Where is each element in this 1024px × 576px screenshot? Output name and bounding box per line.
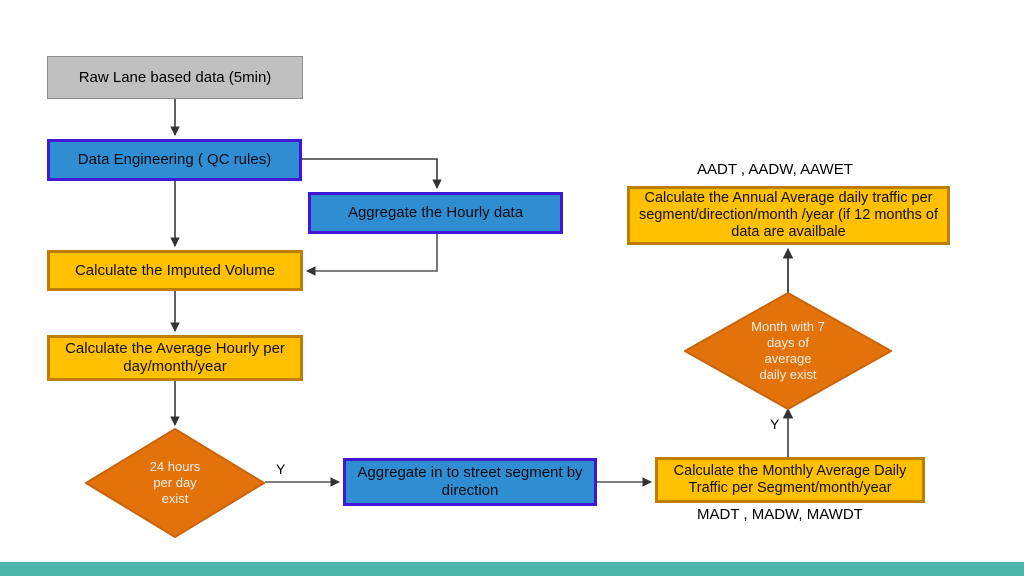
node-monthly-average-daily-traffic[interactable]: Calculate the Monthly Average Daily Traf… [655, 457, 925, 503]
node-month-decision-label: Month with 7 days of average daily exist [751, 318, 825, 383]
node-aggregate-hourly-label: Aggregate the Hourly data [347, 204, 524, 222]
annotation-madt-metrics: MADT , MADW, MAWDT [697, 506, 863, 523]
node-imputed-volume-label: Calculate the Imputed Volume [74, 261, 276, 279]
node-average-hourly-label: Calculate the Average Hourly per day/mon… [65, 340, 285, 375]
node-aggregate-street-segment[interactable]: Aggregate in to street segment by direct… [343, 458, 597, 506]
node-average-hourly[interactable]: Calculate the Average Hourly per day/mon… [47, 335, 303, 381]
edge-engineering-to-hourly [302, 158, 442, 189]
node-monthly-average-daily-traffic-label: Calculate the Monthly Average Daily Traf… [673, 462, 907, 496]
node-hours-decision[interactable]: 24 hours per day exist [85, 428, 265, 538]
node-raw-lane-data-label: Raw Lane based data (5min) [78, 68, 272, 86]
node-data-engineering-label: Data Engineering ( QC rules) [77, 151, 272, 169]
node-raw-lane-data[interactable]: Raw Lane based data (5min) [47, 56, 303, 99]
node-imputed-volume[interactable]: Calculate the Imputed Volume [47, 250, 303, 291]
node-annual-average-daily-traffic-label: Calculate the Annual Average daily traff… [638, 189, 938, 241]
node-data-engineering[interactable]: Data Engineering ( QC rules) [47, 139, 302, 181]
node-aggregate-street-segment-label: Aggregate in to street segment by direct… [357, 464, 583, 499]
edge-label-month-yes: Y [770, 416, 780, 432]
node-hours-decision-label: 24 hours per day exist [149, 458, 201, 507]
hours-decision-diamond-shape [85, 428, 265, 538]
node-annual-average-daily-traffic[interactable]: Calculate the Annual Average daily traff… [627, 186, 950, 245]
edge-label-hours-yes: Y [276, 461, 286, 477]
node-aggregate-hourly[interactable]: Aggregate the Hourly data [308, 192, 563, 234]
edge-hourly-to-imputed [306, 234, 438, 276]
bottom-accent-bar [0, 562, 1024, 576]
node-month-decision[interactable]: Month with 7 days of average daily exist [684, 292, 892, 410]
annotation-aadt-metrics: AADT , AADW, AAWET [697, 161, 853, 178]
